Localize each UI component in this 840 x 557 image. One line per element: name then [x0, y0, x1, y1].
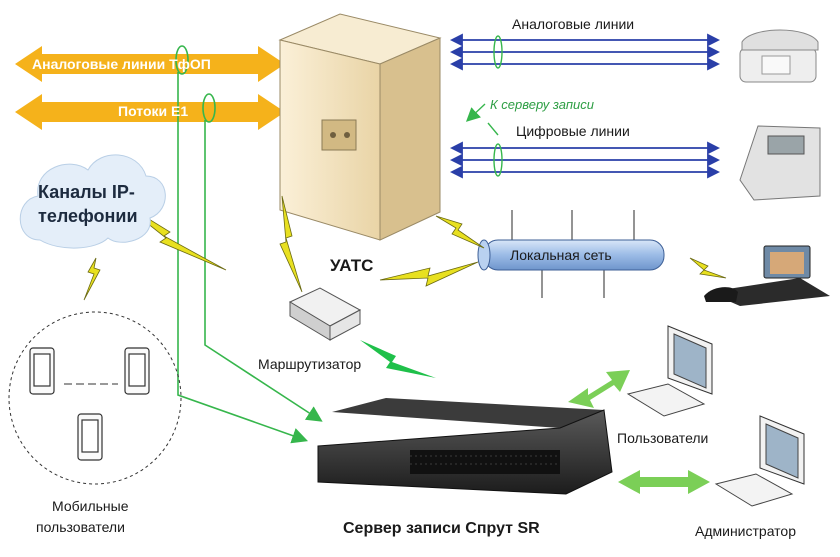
users-link-arrows [568, 370, 710, 494]
pbx-label: УАТС [330, 256, 374, 275]
wireless-link-icon [360, 340, 436, 378]
cloud-icon [19, 154, 166, 249]
administrator-label: Администратор [695, 523, 797, 539]
mobile-users-label-2: пользователи [36, 519, 125, 535]
to-record-server-label: К серверу записи [490, 97, 594, 112]
ip-channels-label-2: телефонии [38, 206, 138, 226]
analog-lines-label: Аналоговые линии [512, 16, 635, 32]
ip-channels-label-1: Каналы IP- [38, 182, 135, 202]
e1-arrow [15, 94, 285, 130]
digital-lines-label: Цифровые линии [516, 123, 630, 139]
analog-phone-icon [739, 29, 819, 83]
pbx-cabinet-icon [278, 13, 442, 241]
tfop-lines-label: Аналоговые линии ТфОП [32, 56, 211, 72]
mobile-users-zone [8, 311, 182, 485]
e1-streams-label: Потоки Е1 [118, 103, 189, 119]
green-record-links [175, 45, 323, 444]
router-label: Маршрутизатор [258, 356, 362, 372]
record-taps [465, 35, 503, 177]
users-label: Пользователи [617, 430, 709, 446]
tfop-arrow [15, 46, 285, 82]
digital-lines-bundle [449, 141, 721, 179]
digital-phone-icon [739, 125, 821, 201]
video-phone-icon [704, 245, 830, 306]
smartphone-icon [29, 347, 150, 461]
router-icon [288, 287, 362, 341]
server-icon [317, 398, 613, 495]
lan-bus [477, 210, 665, 298]
analog-lines-bundle [449, 33, 721, 71]
lan-label: Локальная сеть [510, 247, 612, 263]
record-server-label: Сервер записи Спрут SR [343, 520, 540, 537]
computer-icon [626, 325, 805, 507]
mobile-users-label-1: Мобильные [52, 498, 129, 514]
